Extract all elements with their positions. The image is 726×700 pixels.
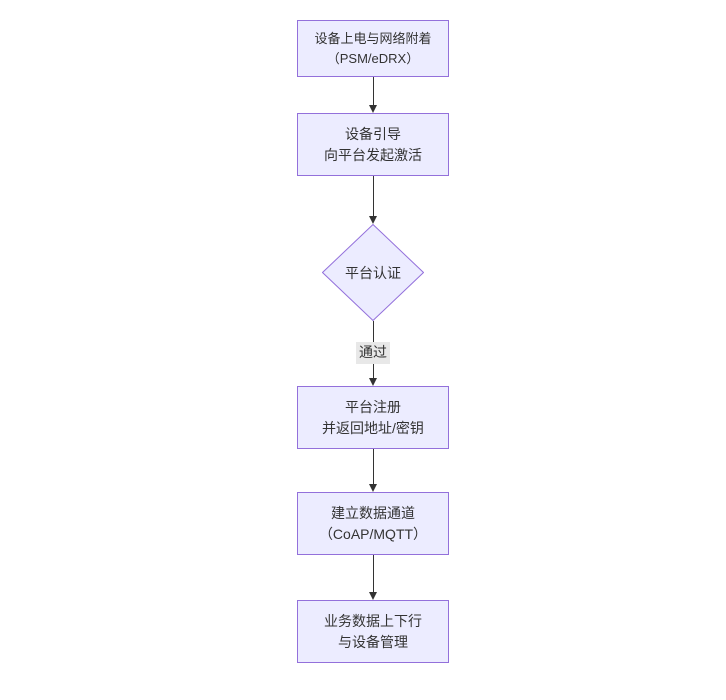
flow-arrow-register-to-channel	[368, 449, 378, 492]
node-label-line: （PSM/eDRX）	[326, 50, 420, 66]
node-label-line: 向平台发起激活	[324, 146, 422, 163]
arrow-line	[372, 449, 374, 484]
node-label-line: 业务数据上下行	[324, 612, 422, 629]
diamond-shape	[322, 224, 424, 321]
node-label-line: 并返回地址/密钥	[322, 419, 424, 436]
node-label-line: 平台认证	[345, 264, 401, 281]
node-label-line: 平台注册	[345, 398, 401, 415]
flow-arrow-channel-to-business	[368, 555, 378, 600]
arrowhead-icon	[369, 592, 377, 600]
arrow-line	[372, 77, 374, 105]
node-label-line: 设备上电与网络附着	[314, 31, 432, 46]
flow-node-power-attach: 设备上电与网络附着 （PSM/eDRX）	[297, 20, 449, 77]
edge-label-pass: 通过	[356, 342, 390, 364]
flow-node-business-data: 业务数据上下行 与设备管理	[297, 600, 449, 663]
flow-node-platform-register: 平台注册 并返回地址/密钥	[297, 386, 449, 449]
node-label-line: 与设备管理	[338, 633, 408, 650]
arrowhead-icon	[369, 378, 377, 386]
arrowhead-icon	[369, 484, 377, 492]
node-label-line: 设备引导	[345, 125, 401, 142]
node-label-line: 建立数据通道	[331, 504, 415, 521]
flow-node-bootstrap: 设备引导 向平台发起激活	[297, 113, 449, 176]
arrowhead-icon	[369, 105, 377, 113]
arrowhead-icon	[369, 216, 377, 224]
flow-arrow-bootstrap-to-auth	[368, 176, 378, 224]
arrow-line	[372, 176, 374, 216]
flow-arrow-power-to-bootstrap	[368, 77, 378, 113]
arrow-line	[372, 555, 374, 592]
node-label-line: （CoAP/MQTT）	[318, 525, 428, 542]
flow-node-data-channel: 建立数据通道 （CoAP/MQTT）	[297, 492, 449, 555]
flow-node-platform-auth: 平台认证	[322, 224, 424, 321]
